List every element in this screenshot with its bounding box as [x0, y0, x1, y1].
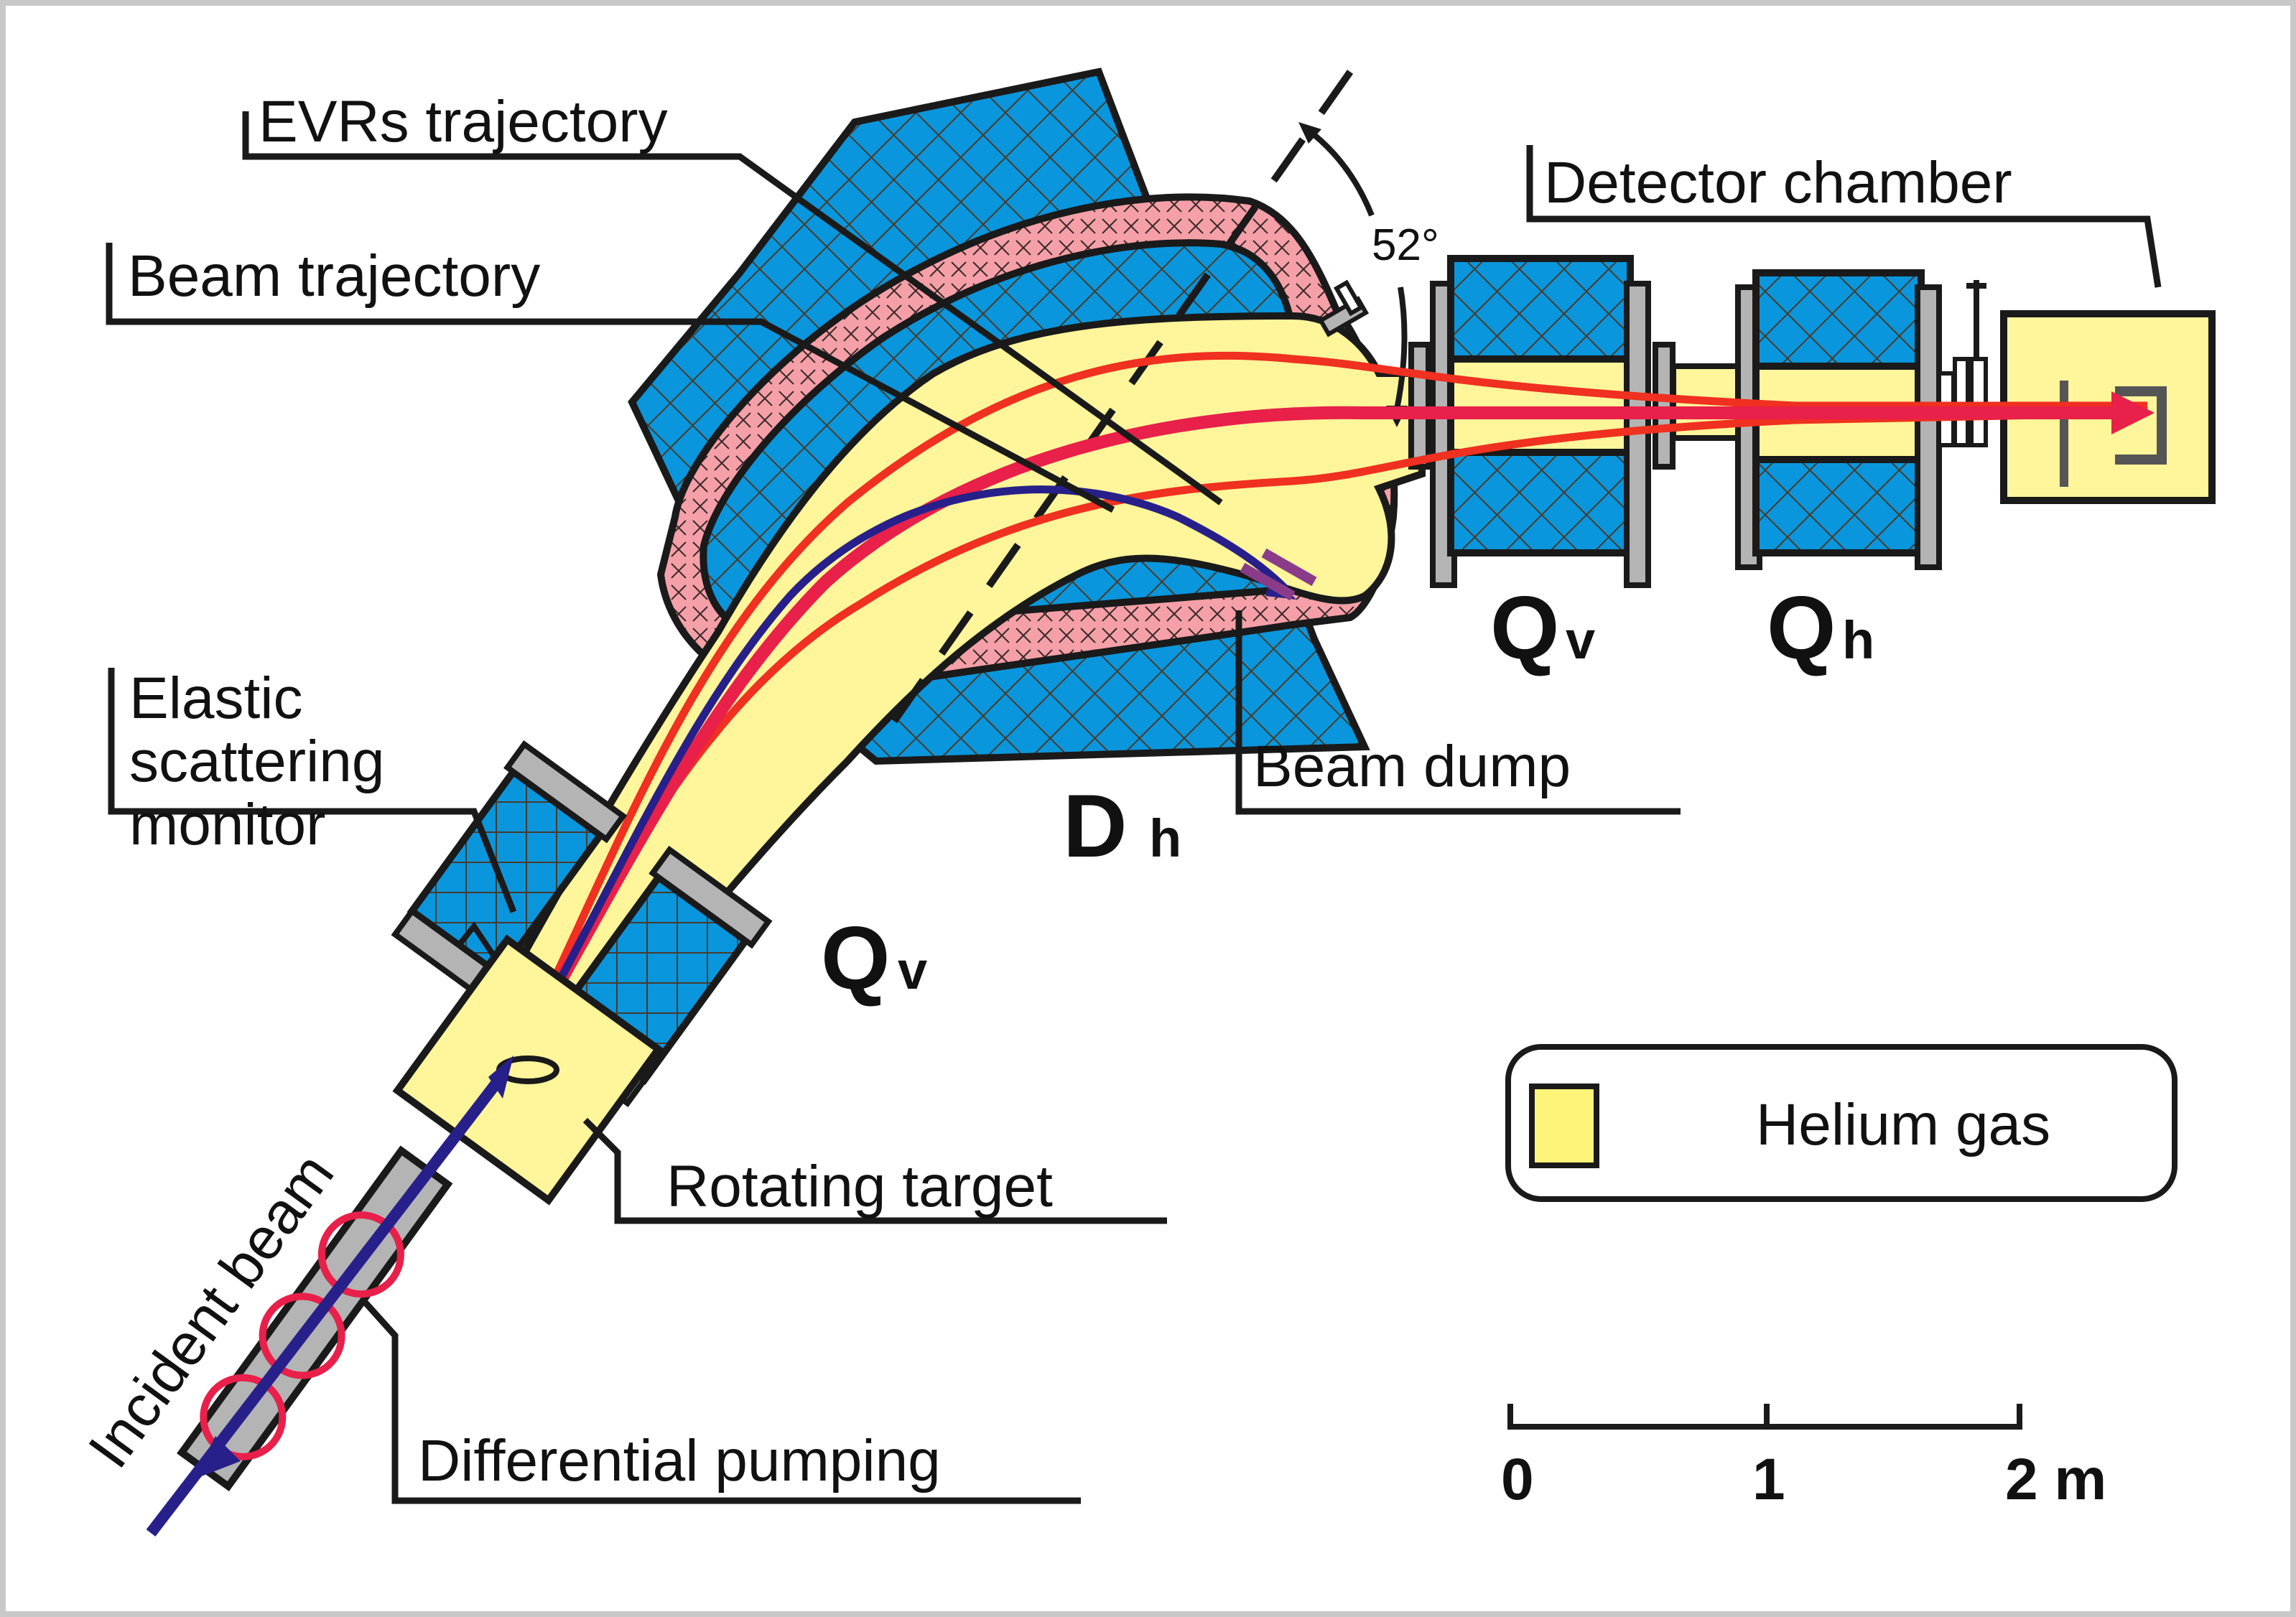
leader-detector [1526, 145, 2162, 288]
legend-box [1505, 1044, 2178, 1202]
quad-entrance-label-main: Q [821, 909, 890, 1008]
dipole-port [1317, 279, 1370, 337]
quad-exit-2-label-main: Q [1767, 579, 1836, 678]
incident-beam-arrow-end [488, 1056, 513, 1099]
quad-exit-1-label-main: Q [1490, 579, 1559, 678]
quad-exit-1 [1408, 255, 1741, 588]
elastic-monitor-label-3: monitor [129, 792, 325, 857]
quad-exit-2-label: Q h [1767, 579, 1874, 678]
quad-exit-2-label-sub: h [1842, 610, 1874, 670]
differential-pumping-label: Differential pumping [418, 1428, 941, 1493]
beam-trajectory-label: Beam trajectory [128, 243, 540, 309]
scale-tick-0: 0 [1501, 1447, 1534, 1512]
elastic-monitor-label-2: scattering [129, 729, 385, 794]
dipole-label: D h [1063, 777, 1181, 876]
legend-swatch-helium [1529, 1084, 1599, 1168]
legend-label-helium: Helium gas [1756, 1092, 2050, 1157]
leader-beam [106, 243, 1115, 513]
evrs-trajectory-label: EVRs trajectory [259, 89, 668, 154]
angle-label: 52° [1372, 220, 1439, 270]
leader-beam-dump [1235, 610, 1681, 815]
evr-arrowhead [2111, 391, 2155, 434]
scale-tick-1: 1 [1752, 1447, 1785, 1512]
quad-exit-2 [1735, 269, 1988, 570]
angle-arrowhead [1298, 122, 1321, 144]
quad-exit-1-label-sub: v [1566, 610, 1595, 670]
dipole-label-sub: h [1149, 808, 1181, 868]
leader-monitor [108, 668, 517, 913]
angle-arc [1305, 126, 1375, 217]
scale-bar-line [1507, 1404, 2022, 1430]
detector-cup [2115, 386, 2167, 465]
quad-exit-1-label: Q v [1490, 579, 1595, 678]
scale-bar: 0 1 2 m [1501, 1404, 2106, 1512]
dipole-label-main: D [1063, 777, 1128, 876]
beam-dump-plate [1240, 548, 1317, 601]
rotating-target-label: Rotating target [666, 1154, 1053, 1219]
scale-tick-2: 2 m [2005, 1447, 2106, 1512]
monitor-port [457, 921, 498, 961]
evr-trajectory-upper [503, 351, 2147, 1079]
reference-line [873, 70, 1354, 749]
legend: Helium gas [1505, 1044, 2178, 1202]
leader-evrs [242, 111, 1223, 505]
beam-trajectory-line [503, 485, 1288, 1079]
elastic-monitor-label-1: Elastic [129, 666, 303, 731]
beam-dump-label: Beam dump [1253, 734, 1571, 799]
detector-chamber-label: Detector chamber [1544, 150, 2012, 215]
leader-rotating-target [582, 1117, 1167, 1224]
leader-differential-pumping [360, 1297, 1081, 1504]
quad-entrance-label: Q v [821, 909, 927, 1008]
detector-foil [2060, 381, 2068, 487]
incident-beam-arrow [194, 1436, 241, 1479]
angle-arc-lower [1394, 286, 1408, 410]
quad-entrance-label-sub: v [898, 941, 927, 1000]
